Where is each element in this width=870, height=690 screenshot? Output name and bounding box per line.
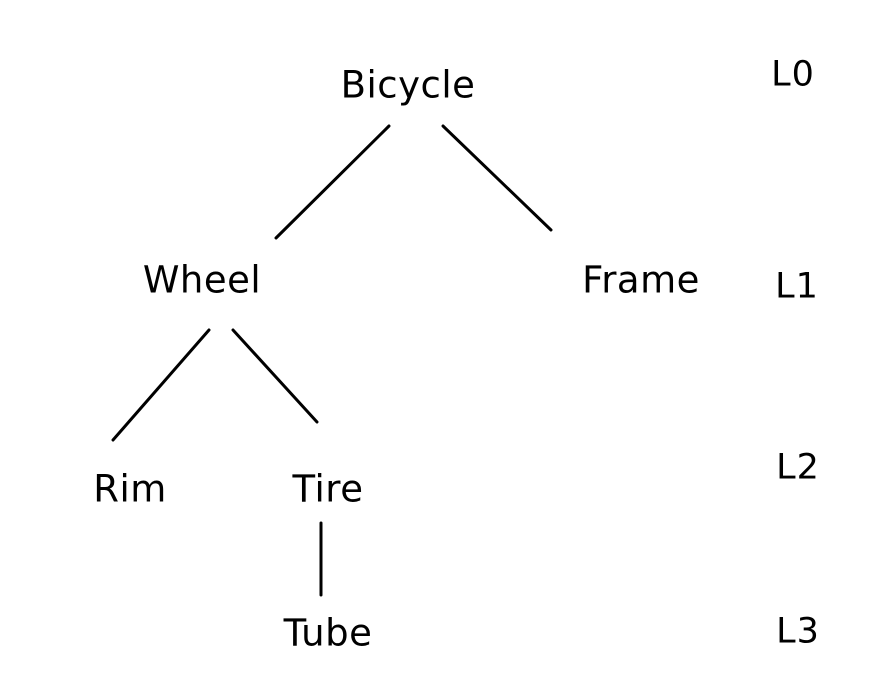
level-label-l1: L1 <box>775 266 819 307</box>
level-label-l2: L2 <box>776 447 820 488</box>
node-wheel[interactable]: Wheel <box>142 258 262 302</box>
node-tire[interactable]: Tire <box>292 467 364 511</box>
edge-bicycle-frame <box>441 124 553 232</box>
level-label-l3: L3 <box>776 611 820 652</box>
node-tube[interactable]: Tube <box>283 611 373 655</box>
node-rim[interactable]: Rim <box>93 467 167 511</box>
edge-wheel-rim <box>111 328 211 442</box>
edge-wheel-tire <box>231 328 319 424</box>
edge-bicycle-wheel <box>274 124 391 240</box>
node-frame[interactable]: Frame <box>582 258 700 302</box>
node-bicycle[interactable]: Bicycle <box>340 63 476 107</box>
level-label-l0: L0 <box>771 54 815 95</box>
